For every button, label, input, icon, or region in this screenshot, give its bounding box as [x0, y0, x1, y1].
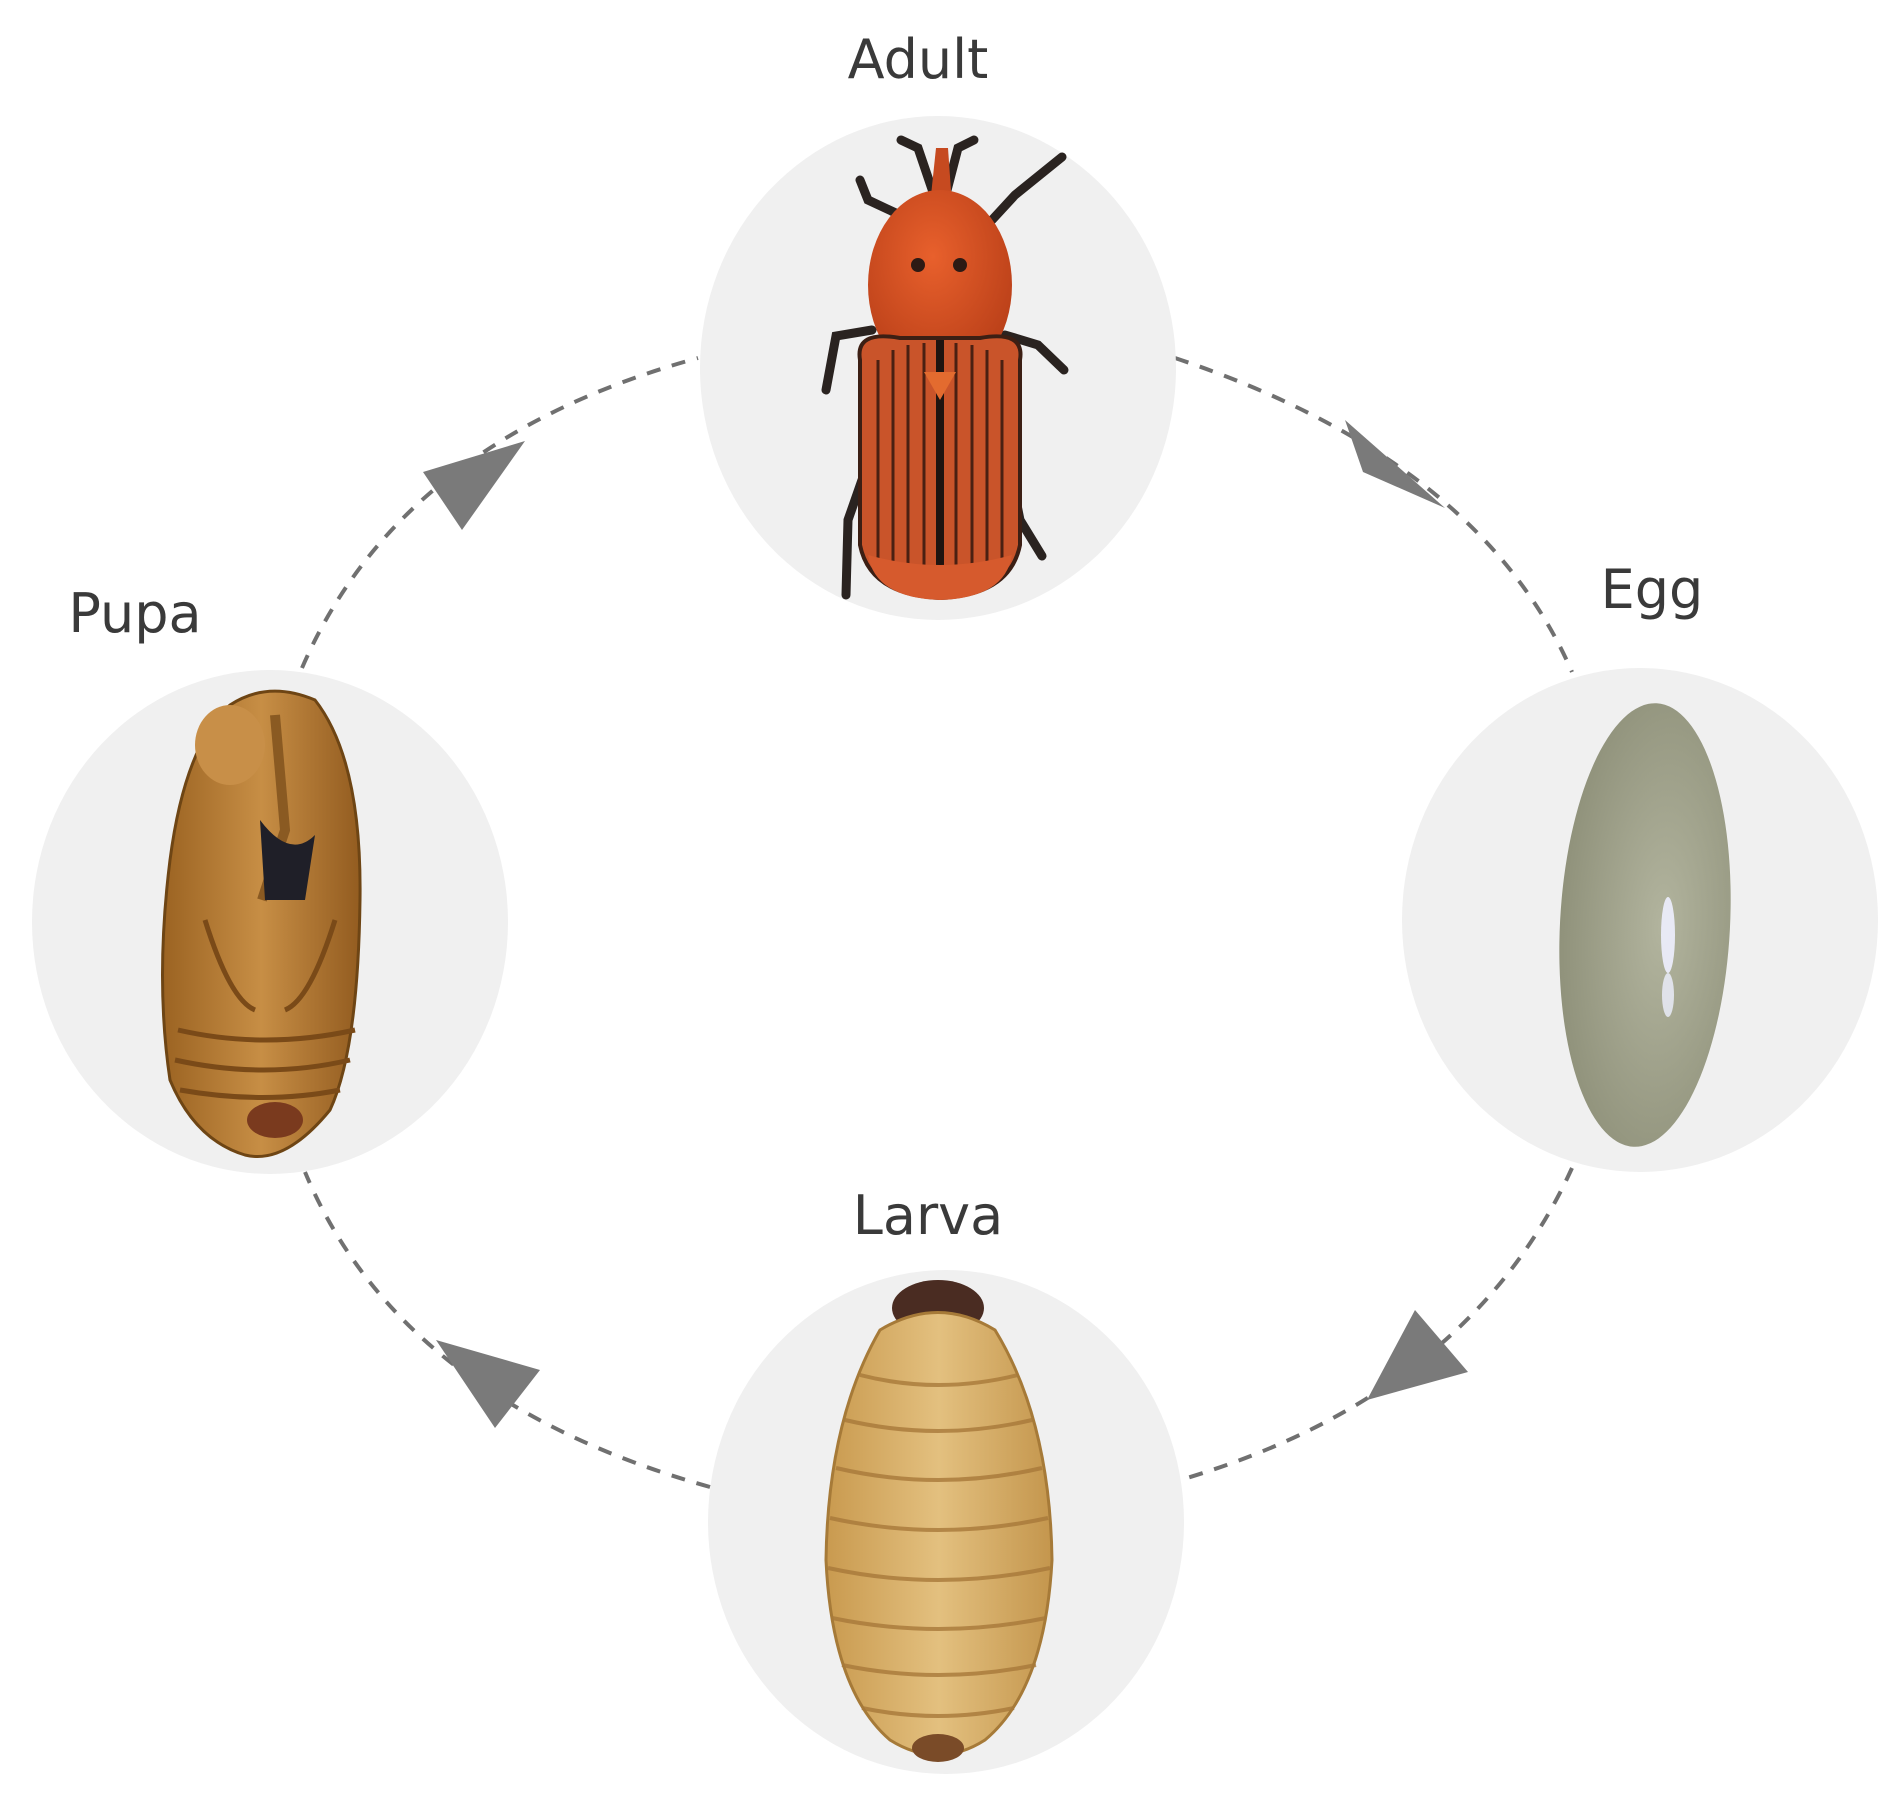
pupa-label: Pupa	[68, 582, 201, 645]
egg-label: Egg	[1601, 558, 1704, 621]
stage-egg: Egg	[1402, 558, 1878, 1172]
pupa-icon	[161, 689, 362, 1158]
stage-larva: Larva	[708, 1184, 1184, 1774]
stage-pupa: Pupa	[32, 582, 508, 1174]
stage-adult: Adult	[700, 28, 1176, 620]
arrow-egg-to-larva-icon	[1367, 1310, 1468, 1400]
connector-egg-to-larva	[1186, 1167, 1574, 1480]
cycle-arrowheads	[423, 420, 1468, 1428]
connector-adult-to-egg	[1174, 356, 1574, 673]
adult-weevil-icon	[821, 135, 1069, 601]
connector-larva-to-pupa	[303, 1171, 711, 1489]
egg-icon	[1559, 703, 1731, 1147]
arrow-adult-to-egg-icon	[1345, 420, 1445, 508]
adult-label: Adult	[848, 28, 989, 91]
connector-pupa-to-adult	[300, 356, 699, 669]
arrow-larva-to-pupa-icon	[436, 1340, 540, 1428]
larva-label: Larva	[853, 1184, 1003, 1247]
arrow-pupa-to-adult-icon	[423, 441, 525, 530]
larva-grub-icon	[824, 1280, 1054, 1762]
